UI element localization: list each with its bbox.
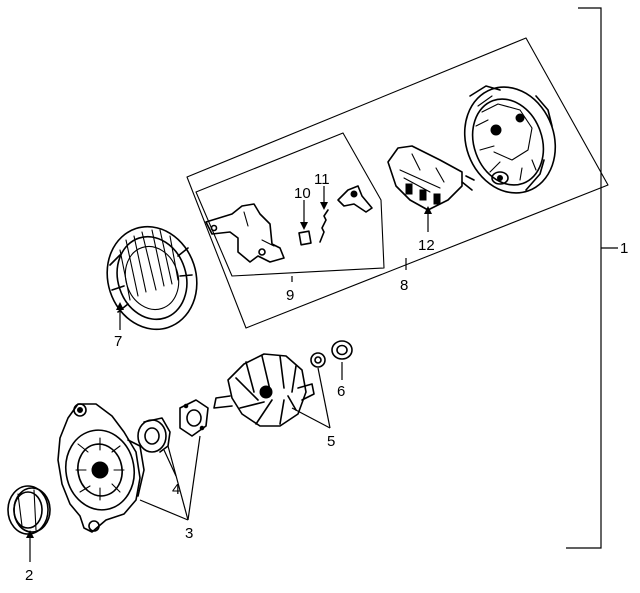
rear-housing-group-box bbox=[186, 37, 609, 329]
leader-lines bbox=[116, 206, 432, 330]
front-housing-leader-lines bbox=[139, 445, 189, 521]
callout-1: 1 bbox=[620, 240, 628, 257]
callout-4: 4 bbox=[172, 481, 180, 498]
callout-9: 9 bbox=[286, 287, 294, 304]
callout-11: 11 bbox=[314, 171, 330, 188]
bearing-part bbox=[137, 417, 177, 477]
brush-spring-part bbox=[319, 186, 329, 243]
brush-holder-part bbox=[205, 203, 285, 263]
callout-6: 6 bbox=[337, 383, 345, 400]
regulator-part bbox=[387, 145, 475, 211]
stator-part bbox=[106, 225, 198, 331]
brush-clip-part bbox=[337, 185, 373, 213]
spacer-washer-part bbox=[310, 340, 353, 380]
callout-5: 5 bbox=[327, 433, 335, 450]
callout-10: 10 bbox=[294, 185, 311, 202]
assembly-bracket bbox=[566, 7, 618, 549]
callout-8: 8 bbox=[400, 277, 408, 294]
callout-12: 12 bbox=[418, 237, 435, 254]
callout-2: 2 bbox=[25, 567, 33, 584]
rotor-leader-lines bbox=[291, 367, 331, 429]
retainer-plate-part bbox=[179, 399, 209, 521]
rotor-part bbox=[213, 353, 315, 427]
pulley-part bbox=[7, 485, 51, 562]
callout-labels: 1 2 3 4 5 6 7 8 9 10 11 12 bbox=[25, 171, 628, 584]
brush-holder-group-box bbox=[195, 132, 385, 277]
callout-3: 3 bbox=[185, 525, 193, 542]
callout-7: 7 bbox=[114, 333, 122, 350]
rear-housing-part bbox=[463, 85, 557, 194]
front-housing-part bbox=[57, 403, 145, 533]
brush-part bbox=[298, 200, 312, 246]
